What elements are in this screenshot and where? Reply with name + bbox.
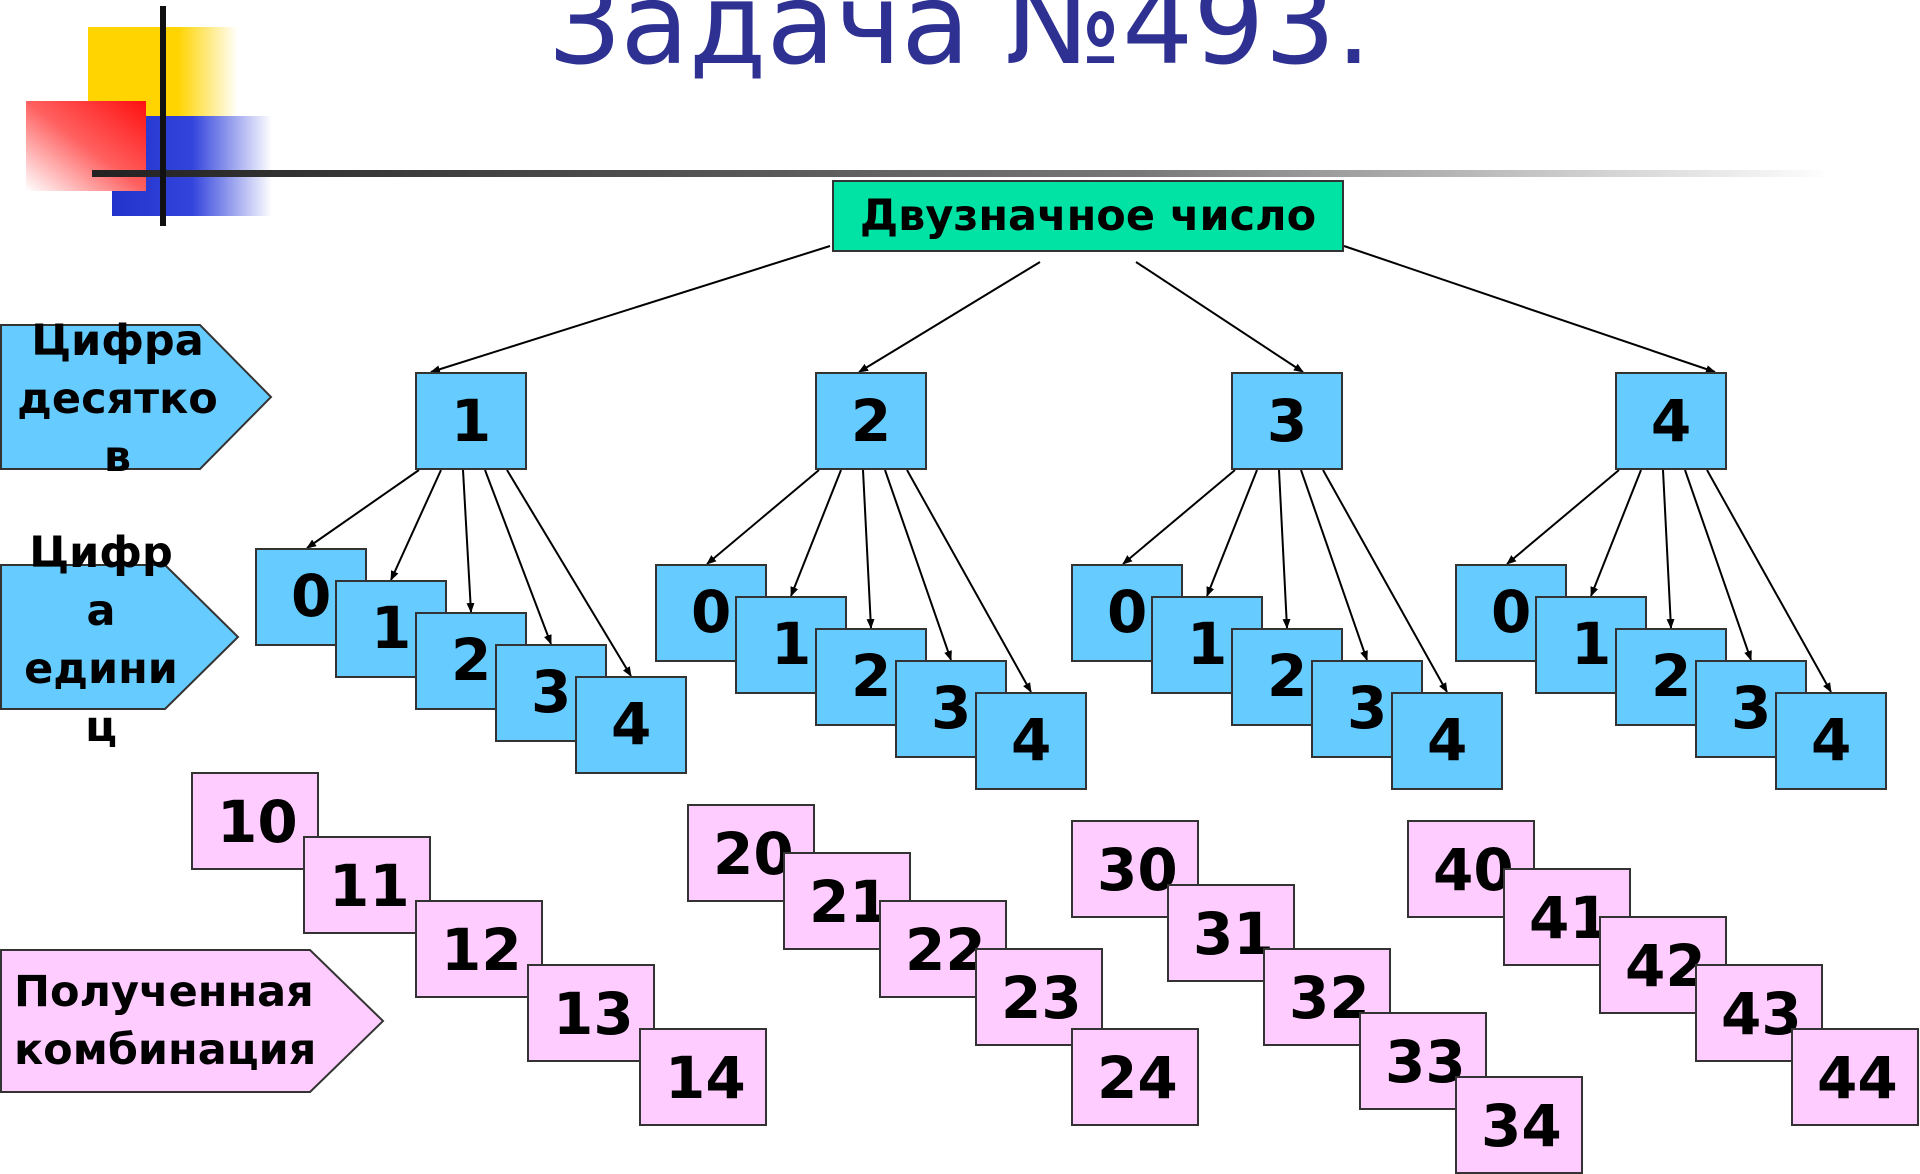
tens-to-unit-edge <box>1300 469 1368 661</box>
units-label-shape <box>0 564 240 710</box>
tens-row-label: Цифра десятко в <box>10 312 225 486</box>
tens-digit-node: 3 <box>1231 372 1343 470</box>
tens-to-unit-edge <box>306 469 420 549</box>
unit-digit-node: 4 <box>575 676 687 774</box>
tens-digit-node: 4 <box>1615 372 1727 470</box>
root-to-tens-edge <box>858 261 1041 373</box>
tens-to-unit-edge <box>1590 469 1642 597</box>
combination-node: 43 <box>1695 964 1823 1062</box>
combination-row-label-line: комбинация <box>14 1025 317 1075</box>
combination-node: 11 <box>303 836 431 934</box>
units-row-label-line: ц <box>85 702 117 752</box>
decor-horizontal-line <box>92 170 1832 177</box>
tens-to-unit-edge <box>884 469 952 661</box>
unit-digit-node: 4 <box>1391 692 1503 790</box>
tens-to-unit-edge <box>906 469 1032 693</box>
combination-row-label-line: Полученная <box>14 967 314 1017</box>
units-row-label: Цифр а едини ц <box>5 524 197 756</box>
tens-to-unit-edge <box>1506 469 1620 565</box>
root-node: Двузначное число <box>832 180 1344 252</box>
unit-digit-node: 4 <box>975 692 1087 790</box>
tens-to-unit-edge <box>1706 469 1832 693</box>
combination-node: 12 <box>415 900 543 998</box>
combination-node: 24 <box>1071 1028 1199 1126</box>
unit-digit-node: 1 <box>1151 596 1263 694</box>
units-row-label-line: Цифр <box>29 528 173 578</box>
tens-to-unit-edge <box>790 469 842 597</box>
combination-row-label: Полученная комбинация <box>14 963 334 1079</box>
units-row-label-line: едини <box>24 644 178 694</box>
root-to-tens-edge <box>430 245 831 374</box>
root-to-tens-edge <box>1343 245 1716 373</box>
unit-digit-node: 1 <box>1535 596 1647 694</box>
root-to-tens-edge <box>1135 261 1304 373</box>
combination-node: 44 <box>1791 1028 1919 1126</box>
tens-row-label-line: Цифра <box>31 316 204 366</box>
tens-to-unit-edge <box>506 469 632 677</box>
combination-node: 10 <box>191 772 319 870</box>
tens-row-label-line: десятко <box>17 374 218 424</box>
tens-to-unit-edge <box>1278 469 1291 629</box>
page-title: Задача №493. <box>548 0 1372 90</box>
tens-to-unit-edge <box>706 469 820 565</box>
tens-to-unit-edge <box>390 469 442 581</box>
combination-node: 13 <box>527 964 655 1062</box>
unit-digit-node: 4 <box>1775 692 1887 790</box>
tens-label-shape <box>0 324 273 470</box>
units-row-label-line: а <box>86 586 116 636</box>
tens-row-label-line: в <box>103 432 132 482</box>
decor-vertical-line <box>160 6 166 226</box>
tens-to-unit-edge <box>1684 469 1752 661</box>
tens-to-unit-edge <box>462 469 475 613</box>
tens-to-unit-edge <box>1206 469 1258 597</box>
tens-to-unit-edge <box>484 469 552 645</box>
tens-to-unit-edge <box>1322 469 1448 693</box>
tens-digit-node: 1 <box>415 372 527 470</box>
combination-node: 34 <box>1455 1076 1583 1174</box>
combination-node: 14 <box>639 1028 767 1126</box>
tens-to-unit-edge <box>1662 469 1675 629</box>
tens-to-unit-edge <box>862 469 875 629</box>
combination-label-shape <box>0 949 385 1093</box>
tens-digit-node: 2 <box>815 372 927 470</box>
tens-to-unit-edge <box>1122 469 1236 565</box>
